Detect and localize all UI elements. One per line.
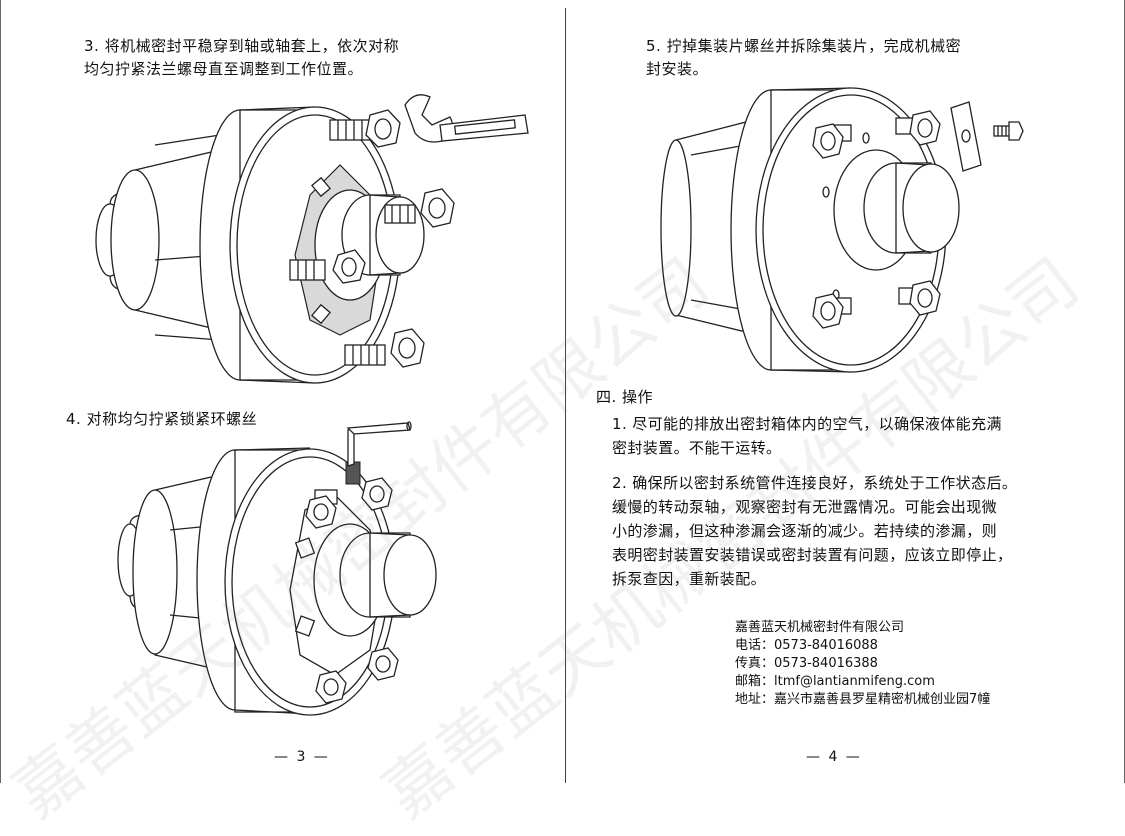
step3-instruction: 3. 将机械密封平稳穿到轴或轴套上，依次对称 均匀拧紧法兰螺母直至调整到工作位置… [84, 35, 399, 81]
op2-line2: 缓慢的转动泵轴，观察密封有无泄露情况。可能会出现微 [612, 498, 998, 516]
stud-top [329, 119, 371, 141]
stud-bottom [344, 344, 386, 366]
page-number-right: — 4 — [806, 749, 862, 765]
page-border-left [0, 0, 1, 783]
step3-seal-illustration [95, 94, 529, 384]
flange-nut-lower-right [367, 647, 399, 681]
step3-line2: 均匀拧紧法兰螺母直至调整到工作位置。 [84, 60, 364, 78]
op2-line1: 2. 确保所以密封系统管件连接良好，系统处于工作状态后。 [612, 474, 1018, 492]
centering-clip-icon [950, 101, 982, 172]
stud-right [384, 204, 416, 224]
company-contact-block: 嘉善蓝天机械密封件有限公司 电话：0573-84016088 传真：0573-8… [735, 619, 990, 709]
op2-line4: 表明密封装置安装错误或密封装置有问题，应该立即停止， [612, 546, 1013, 564]
step4-instruction: 4. 对称均匀拧紧锁紧环螺丝 [66, 410, 258, 428]
operation-item-2: 2. 确保所以密封系统管件连接良好，系统处于工作状态后。 缓慢的转动泵轴，观察密… [612, 471, 1017, 591]
flange-nut-top-left [812, 123, 852, 159]
page-divider [565, 8, 566, 783]
stud-left [289, 259, 326, 281]
step5-line1: 5. 拧掉集装片螺丝并拆除集装片，完成机械密 [646, 37, 962, 55]
flange-nut-bottom [390, 328, 425, 368]
flange-nut-top-right [895, 110, 941, 146]
op1-line1: 1. 尽可能的排放出密封箱体内的空气，以确保液体能充满 [612, 415, 1002, 433]
wrench-icon [404, 94, 529, 143]
flange-nut-top [365, 109, 401, 148]
company-email: 邮箱：ltmf@lantianmifeng.com [735, 674, 935, 689]
step4-seal-illustration [117, 421, 437, 716]
company-name: 嘉善蓝天机械密封件有限公司 [735, 620, 905, 635]
flange-nut-upper-right [361, 477, 393, 511]
flange-nut-bottom-left [812, 293, 852, 329]
company-address: 地址：嘉兴市嘉善县罗星精密机械创业园7幢 [735, 692, 991, 707]
step3-line1: 3. 将机械密封平稳穿到轴或轴套上，依次对称 [84, 37, 400, 55]
flange-nut-lower-left [315, 670, 347, 704]
page-number-left: — 3 — [274, 749, 330, 765]
hex-key-icon [346, 421, 412, 467]
step5-seal-illustration [660, 87, 1024, 373]
company-fax: 传真：0573-84016388 [735, 656, 878, 671]
step5-line2: 封安装。 [646, 60, 709, 78]
op2-line5: 拆泵查因，重新装配。 [612, 570, 767, 588]
company-phone: 电话：0573-84016088 [735, 638, 878, 653]
operation-item-1: 1. 尽可能的排放出密封箱体内的空气，以确保液体能充满 密封装置。不能干运转。 [612, 412, 1002, 460]
step5-instruction: 5. 拧掉集装片螺丝并拆除集装片，完成机械密 封安装。 [646, 35, 961, 81]
op1-line2: 密封装置。不能干运转。 [612, 439, 782, 457]
clip-screw-icon [993, 121, 1024, 141]
section-title-operation: 四. 操作 [596, 388, 654, 406]
right-page: 5. 拧掉集装片螺丝并拆除集装片，完成机械密 封安装。 [566, 0, 1125, 783]
left-page: 3. 将机械密封平稳穿到轴或轴套上，依次对称 均匀拧紧法兰螺母直至调整到工作位置… [0, 0, 566, 783]
op2-line3: 小的渗漏，但这种渗漏会逐渐的减少。若持续的渗漏，则 [612, 522, 998, 540]
flange-nut-right [420, 188, 455, 228]
flange-nut-upper-left [305, 489, 338, 529]
flange-nut-bottom-right [898, 280, 941, 316]
